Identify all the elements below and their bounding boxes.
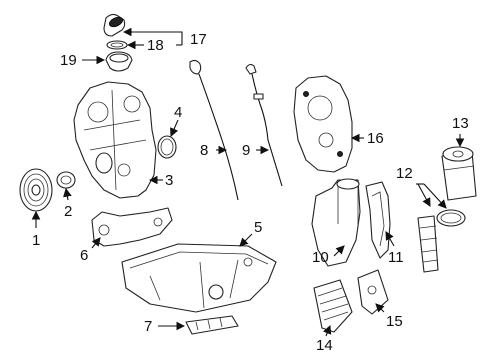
callout-19[interactable]: 19: [60, 52, 77, 69]
callout-11[interactable]: 11: [388, 249, 404, 266]
filter-o-ring[interactable]: [436, 209, 466, 227]
callout-2[interactable]: 2: [64, 203, 72, 220]
timing-cover[interactable]: [73, 81, 157, 199]
callout-7[interactable]: 7: [144, 318, 152, 335]
crankshaft-pulley[interactable]: [19, 168, 53, 212]
callout-18[interactable]: 18: [147, 37, 164, 54]
callout-9[interactable]: 9: [242, 142, 250, 159]
oil-dipstick[interactable]: [189, 59, 239, 201]
callout-16[interactable]: 16: [367, 130, 384, 147]
housing-gasket[interactable]: [365, 181, 391, 259]
filler-neck[interactable]: [105, 51, 133, 72]
callout-13[interactable]: 13: [452, 115, 469, 132]
callout-8[interactable]: 8: [200, 142, 208, 159]
oil-filler-cap[interactable]: [103, 13, 126, 37]
crankshaft-seal[interactable]: [56, 171, 76, 189]
cooler-gasket[interactable]: [357, 269, 389, 315]
callout-3[interactable]: 3: [165, 172, 173, 189]
dipstick-tube[interactable]: [245, 63, 283, 187]
callout-6[interactable]: 6: [80, 247, 88, 264]
cap-seal-ring[interactable]: [106, 40, 128, 50]
oil-pan[interactable]: [121, 243, 277, 313]
callout-10[interactable]: 10: [312, 249, 329, 266]
oil-pan-baffle[interactable]: [185, 315, 239, 335]
callout-labels: 17 18 19 4 3 8 9 16 13 12 1 2 5 6 7 10 1…: [32, 31, 469, 354]
oil-filter-cap[interactable]: [441, 146, 477, 201]
engine-bracket[interactable]: [91, 207, 173, 247]
callout-5[interactable]: 5: [254, 219, 262, 236]
callout-15[interactable]: 15: [386, 313, 403, 330]
rear-cover-plate[interactable]: [293, 75, 353, 173]
cover-gasket[interactable]: [157, 135, 177, 159]
oil-cooler[interactable]: [313, 279, 353, 333]
callout-1[interactable]: 1: [32, 232, 40, 249]
oil-filter-housing[interactable]: [311, 178, 361, 267]
leader-lines: [31, 27, 465, 337]
callout-14[interactable]: 14: [316, 337, 333, 354]
callout-17[interactable]: 17: [190, 31, 207, 48]
callout-12[interactable]: 12: [396, 165, 413, 182]
oil-filter-element[interactable]: [417, 215, 439, 273]
callout-4[interactable]: 4: [174, 104, 182, 121]
